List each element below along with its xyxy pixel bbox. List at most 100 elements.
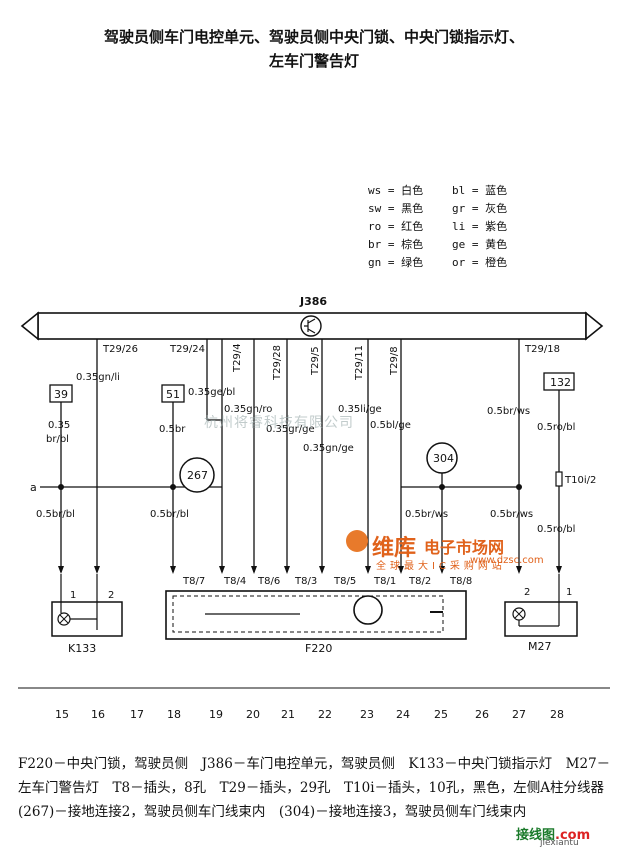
j386-control-unit-bar: J386 <box>20 295 604 341</box>
connector-label: T29/4 <box>232 343 243 373</box>
legend-item: bl = 蓝色 <box>452 184 508 197</box>
legend-item: li = 紫色 <box>452 220 508 233</box>
legend-item: sw = 黑色 <box>368 202 424 215</box>
wire-label: 0.35ge/bl <box>188 387 235 398</box>
wire-label: 0.5ro/bl <box>537 422 575 433</box>
connector-label: T10i/2 <box>564 475 596 486</box>
wire-label: 0.35gn/ro <box>224 404 272 415</box>
corner-watermark-text: 接线图 <box>516 828 556 843</box>
wire-label: 0.5bl/ge <box>370 420 411 431</box>
connector-t10i <box>555 471 563 487</box>
grid-number: 15 <box>55 708 69 721</box>
legend-code: ro <box>368 220 382 233</box>
grid-number: 19 <box>209 708 223 721</box>
pin-label: 2 <box>108 590 114 601</box>
legend-color: 紫色 <box>485 220 508 233</box>
legend-code: sw <box>368 202 382 215</box>
legend-item: ro = 红色 <box>368 220 424 233</box>
corner-url-watermark: jiexiantu <box>540 838 579 848</box>
junction-dot <box>516 484 522 490</box>
legend-code: gn <box>368 256 382 269</box>
legend-item: or = 橙色 <box>452 256 508 269</box>
legend-item: gn = 绿色 <box>368 256 424 269</box>
fuse-label: 132 <box>550 376 571 389</box>
connector-label: T29/5 <box>310 346 321 376</box>
j386-label: J386 <box>299 295 327 308</box>
wire-label: 0.5br/ws <box>487 406 530 417</box>
t8-pin-label: T8/2 <box>408 576 431 587</box>
component-label: M27 <box>528 640 552 653</box>
legend-color: 白色 <box>401 184 424 197</box>
grid-number: 26 <box>475 708 489 721</box>
grid-number: 23 <box>360 708 374 721</box>
pin-label: 1 <box>70 590 76 601</box>
grid-number: 16 <box>91 708 105 721</box>
wire-label: br/bl <box>46 434 69 445</box>
legend-color: 绿色 <box>401 256 424 269</box>
wire-label: 0.5br/bl <box>36 509 75 520</box>
connector-label: T29/26 <box>102 344 138 355</box>
ground-point-267 <box>179 457 215 493</box>
brand-sub-watermark: 电子市场网 <box>424 538 505 557</box>
diagram-title-line1: 驾驶员侧车门电控单元、驾驶员侧中央门锁、中央门锁指示灯、 <box>103 28 524 46</box>
m27-warning-lamp: 2 1 <box>504 574 578 637</box>
pin-label: 2 <box>524 587 530 598</box>
wire-label: 0.5br/ws <box>490 509 533 520</box>
legend-color: 黑色 <box>401 202 424 215</box>
t8-pin-label: T8/5 <box>333 576 356 587</box>
t8-pin-label: T8/6 <box>257 576 280 587</box>
legend-item: gr = 灰色 <box>452 202 508 215</box>
wiring-diagram: J386 T29/26 T29/24 T29/4 T29/28 T29/5 T2… <box>18 295 610 721</box>
ground-label: 267 <box>187 469 208 482</box>
grid-number: 24 <box>396 708 410 721</box>
legend-code: gr <box>452 202 466 215</box>
t8-pin-label: T8/7 <box>182 576 205 587</box>
wire-label: 0.35 <box>48 420 70 431</box>
grid-number: 20 <box>246 708 260 721</box>
pin-label: 1 <box>566 587 572 598</box>
junction-label: a <box>30 481 37 494</box>
legend-color: 红色 <box>401 220 424 233</box>
transistor-icon <box>300 315 322 337</box>
connector-label: T29/28 <box>272 345 283 381</box>
t8-pin-label: T8/1 <box>373 576 396 587</box>
ground-label: 304 <box>433 452 454 465</box>
connector-label: T29/8 <box>389 346 400 376</box>
legend-code: or <box>452 256 466 269</box>
corner-watermark: 接线图.com <box>516 824 590 843</box>
wire-label: 0.5ro/bl <box>537 524 575 535</box>
wire-label: 0.35gn/ge <box>303 443 354 454</box>
legend-color: 棕色 <box>401 238 424 251</box>
wire-label: 0.35li/ge <box>338 404 382 415</box>
grid-number: 21 <box>281 708 295 721</box>
company-watermark: 杭州将睿科技有限公司 <box>204 415 354 431</box>
grid-number: 28 <box>550 708 564 721</box>
diagram-title-line2: 左车门警告灯 <box>268 52 359 70</box>
junction-dot <box>439 484 445 490</box>
legend-code: br <box>368 238 382 251</box>
legend-item: ws = 白色 <box>368 184 424 197</box>
grid-number: 27 <box>512 708 526 721</box>
junction-dot <box>58 484 64 490</box>
wire-label: 0.5br/ws <box>405 509 448 520</box>
fuse-label: 39 <box>54 388 68 401</box>
connector-label: T29/18 <box>524 344 560 355</box>
junction-dot <box>170 484 176 490</box>
connector-label: T29/24 <box>169 344 205 355</box>
ground-point-304 <box>426 442 458 474</box>
wire-label: 0.35gn/li <box>76 372 120 383</box>
legend-color: 橙色 <box>485 256 508 269</box>
component-label: F220 <box>305 642 332 655</box>
wire-label: 0.35gr/ge <box>266 424 315 435</box>
component-label: K133 <box>68 642 96 655</box>
legend-code: ws <box>368 184 382 197</box>
legend-color: 蓝色 <box>485 184 508 197</box>
brand-watermark: 维库 <box>372 536 417 561</box>
legend-color: 灰色 <box>485 202 508 215</box>
grid-number: 17 <box>130 708 144 721</box>
grid-number: 18 <box>167 708 181 721</box>
legend-item: br = 棕色 <box>368 238 424 251</box>
legend-code: bl <box>452 184 466 197</box>
brand-slogan-watermark: 全球最大IC采购网站 <box>376 561 506 572</box>
connector-label: T29/11 <box>354 345 365 381</box>
